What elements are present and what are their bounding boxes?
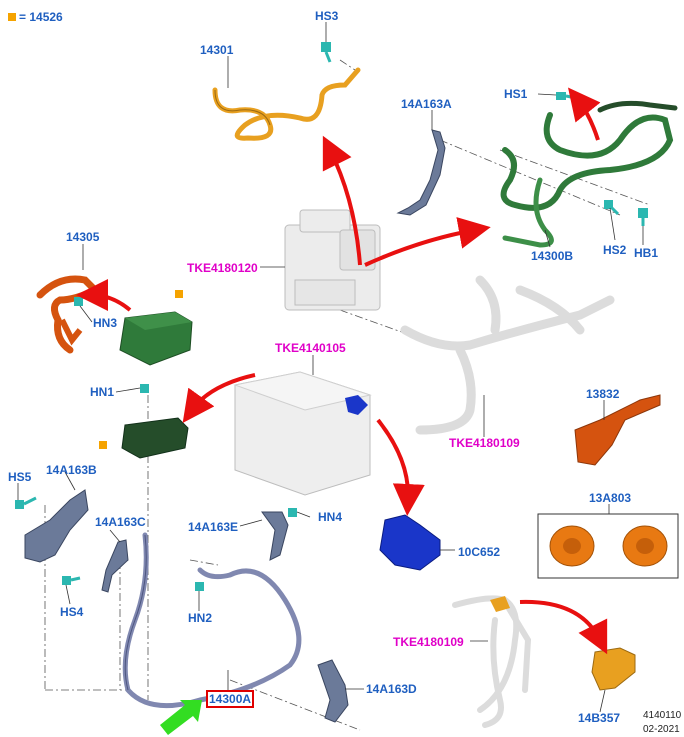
connector-yellow-top [490, 596, 510, 612]
label-tke4180109-bottom: TKE4180109 [393, 635, 464, 649]
bracket-14a163a [396, 129, 446, 216]
doc-date: 02-2021 [643, 724, 680, 735]
battery-terminal-blue [345, 395, 368, 415]
label-10c652: 10C652 [458, 545, 501, 559]
horn-right [622, 525, 668, 567]
green-arrow-icon [160, 700, 202, 735]
label-14301: 14301 [200, 43, 234, 57]
label-14305: 14305 [66, 230, 100, 244]
label-hn1: HN1 [90, 385, 115, 399]
ghost-engine [284, 209, 381, 311]
ghost-harness-bottom [452, 595, 532, 728]
label-14b357: 14B357 [578, 711, 621, 725]
legend-marker-14526-bottom [99, 441, 107, 449]
bracket-14a163d [317, 659, 349, 723]
bracket-14a163b [24, 489, 89, 563]
label-hb1: HB1 [634, 246, 659, 260]
label-hs1: HS1 [504, 87, 528, 101]
centerlines [44, 59, 651, 731]
legend-marker-14526-top [175, 290, 183, 298]
legend-square-icon [8, 13, 16, 21]
label-tke4180120: TKE4180120 [187, 261, 258, 275]
harness-14300b [500, 100, 678, 248]
part-13832 [574, 394, 661, 466]
label-13a803: 13A803 [589, 491, 632, 505]
fastener-hs4 [62, 576, 81, 585]
fastener-hb1 [638, 208, 648, 226]
fastener-hn3 [74, 297, 83, 306]
label-leaders [17, 22, 644, 713]
label-14a163c: 14A163C [95, 515, 146, 529]
label-hn4: HN4 [318, 510, 343, 524]
part-10c652 [379, 514, 441, 571]
fastener-hn4 [288, 508, 297, 517]
label-hn2: HN2 [188, 611, 213, 625]
label-hs3: HS3 [315, 9, 339, 23]
cable-14300a [122, 532, 302, 709]
label-hs4: HS4 [60, 605, 84, 619]
cable-14301 [212, 67, 361, 141]
fastener-hn1 [140, 384, 149, 393]
red-arrow-icon [76, 87, 608, 655]
fastener-hs3 [321, 42, 332, 63]
ghost-harness-top [400, 275, 615, 435]
legend: = 14526 [8, 10, 63, 24]
label-hs5: HS5 [8, 470, 32, 484]
fastener-hs1 [556, 92, 577, 100]
bracket-14a163e [261, 511, 289, 561]
label-tke4180109-top: TKE4180109 [449, 436, 520, 450]
doc-id: 4140110 [643, 710, 682, 721]
fastener-hs5 [15, 496, 37, 509]
label-hn3: HN3 [93, 316, 118, 330]
part-14b357 [591, 647, 636, 691]
horn-left [549, 525, 595, 567]
label-13832: 13832 [586, 387, 620, 401]
label-14300b: 14300B [531, 249, 574, 263]
label-14a163d: 14A163D [366, 682, 417, 696]
bracket-14a163c [101, 539, 129, 593]
label-14a163a: 14A163A [401, 97, 452, 111]
legend-text: = 14526 [19, 10, 63, 24]
label-14a163b: 14A163B [46, 463, 97, 477]
label-tke4140105: TKE4140105 [275, 341, 346, 355]
label-14a163e: 14A163E [188, 520, 239, 534]
fuse-box [119, 311, 193, 366]
label-hs2: HS2 [603, 243, 627, 257]
fuse-base [121, 417, 189, 459]
fastener-hn2 [195, 582, 204, 591]
cable-14305 [36, 275, 101, 354]
ghost-battery [233, 371, 372, 496]
fastener-hs2 [604, 200, 620, 216]
label-14300a: 14300A [205, 690, 255, 708]
